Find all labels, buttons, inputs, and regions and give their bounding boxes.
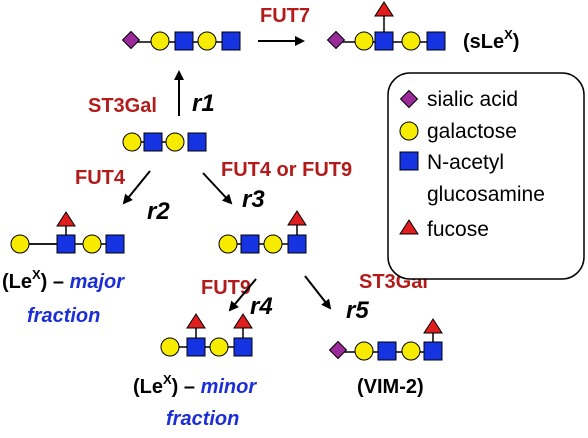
sialyl-lacnac-chain [121,30,241,51]
legend-label-galactose: galactose [427,120,517,143]
galactose-circle [263,234,283,254]
glcnac-legend-icon [399,151,419,171]
sialic-acid-diamond [121,30,141,50]
starting-lacnac-chain [122,132,207,152]
enzyme-label-fut4: FUT4 [75,167,126,189]
legend: sialic acid galactose N-acetyl glucosami… [387,72,585,280]
galactose-circle [401,341,421,361]
lex-minor-chain [160,313,253,357]
fucose-triangle [287,210,307,226]
reaction-label-r4: r4 [250,293,273,320]
lex-major-chain [10,211,125,254]
reaction-label-r1: r1 [192,90,215,117]
fucose-triangle [186,313,206,329]
glcnac-square [174,31,194,51]
reaction-label-r3: r3 [242,186,265,213]
glcnac-square [186,337,206,357]
glcnac-square [143,132,163,152]
lex-minor-fraction: fraction [166,408,239,430]
fucose-triangle [56,211,76,227]
glcnac-square [233,337,253,357]
glcnac-square [221,31,241,51]
galactose-circle [354,31,374,51]
reaction-label-r5: r5 [346,297,369,324]
glcnac-square [423,341,443,361]
lex-major-label: (LeX) – major [2,267,125,293]
enzyme-label-st3gal-r1: ST3Gal [88,95,157,117]
reaction-label-r2: r2 [147,198,170,225]
galactose-circle [10,234,30,254]
glcnac-square [56,234,76,254]
galactose-circle [150,31,170,51]
arrow-r4 [228,278,257,312]
vim2-chain [328,318,443,361]
galactose-circle [218,234,238,254]
galactose-circle [165,132,185,152]
arrow-r5 [304,275,332,310]
lex-minor-label: (LeX) – minor [133,372,257,398]
arrow-r3 [202,172,233,205]
lex-major-fraction: fraction [27,305,100,327]
legend-box [387,72,585,280]
galactose-circle [160,337,180,357]
galactose-circle [197,31,217,51]
sialic-acid-legend-icon [399,89,419,109]
galactose-circle [354,341,374,361]
enzyme-label-fut9: FUT9 [201,277,251,299]
fucose-triangle [233,313,253,329]
slex-chain [326,1,446,51]
galactose-circle [401,31,421,51]
galactose-circle [209,337,229,357]
enzyme-label-fut4-or-fut9: FUT4 or FUT9 [221,159,352,181]
arrow-r2 [122,170,151,205]
sialic-acid-diamond [328,340,348,360]
slex-label: (sLeX) [463,27,519,53]
fucose-triangle [423,318,443,334]
galactose-circle [82,234,102,254]
glcnac-square [374,31,394,51]
galactose-circle [122,132,142,152]
legend-label-glucosamine: glucosamine [427,183,545,206]
glcnac-square [105,234,125,254]
glcnac-square [240,234,260,254]
legend-label-sialic-acid: sialic acid [427,88,518,111]
vim2-label: (VIM-2) [357,376,424,398]
fucose-legend-icon [399,219,419,235]
enzyme-label-fut7: FUT7 [260,5,310,27]
glcnac-square [426,31,446,51]
fucose-triangle [374,1,394,17]
fucosylated-intermediate-chain [218,210,307,254]
galactose-legend-icon [399,121,419,141]
legend-label-n-acetyl: N-acetyl [427,151,504,174]
glcnac-square [377,341,397,361]
glcnac-square [187,132,207,152]
legend-label-fucose: fucose [427,218,489,241]
sialic-acid-diamond [326,30,346,50]
glcnac-square [287,234,307,254]
